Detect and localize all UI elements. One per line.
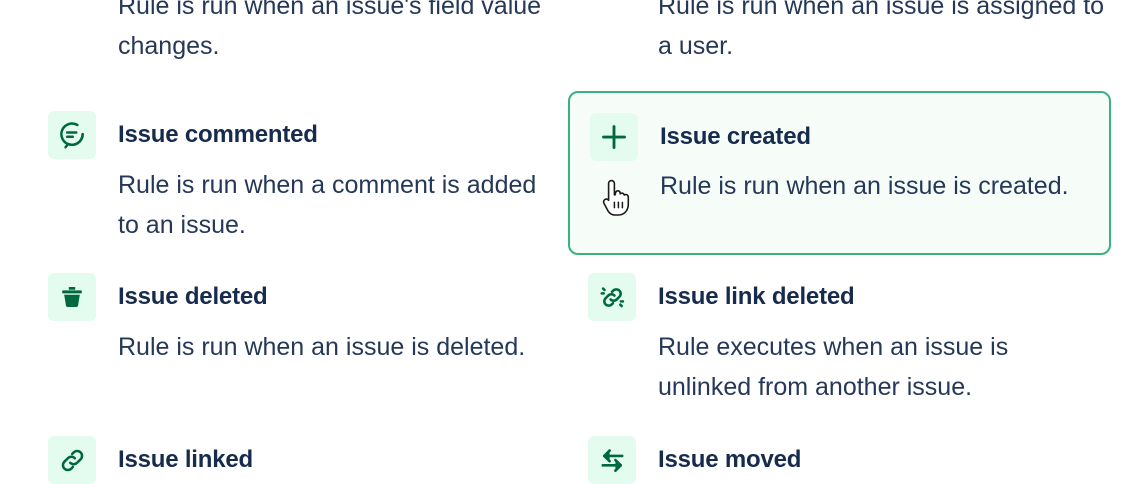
trigger-description: Rule is run when an issue is deleted. [118, 333, 526, 361]
trigger-item-issue-created-selected[interactable]: Issue created Rule is run when an issue … [568, 91, 1111, 255]
trigger-item-issue-deleted[interactable]: Issue deleted Rule is run when an issue … [48, 273, 525, 367]
broken-link-icon [588, 273, 636, 321]
move-arrows-icon [588, 436, 636, 484]
trigger-title: Issue link deleted [658, 283, 855, 310]
trigger-description: Rule executes when an issue is unlinked … [658, 333, 1009, 401]
trigger-header: Issue deleted [48, 273, 525, 321]
trigger-title: Issue linked [118, 446, 253, 473]
comment-bubble-icon [48, 111, 96, 159]
trigger-title: Issue created [660, 123, 811, 150]
trigger-header: Issue link deleted [588, 273, 1098, 321]
trigger-title: Issue moved [658, 446, 802, 473]
trigger-title: Issue commented [118, 121, 318, 148]
trigger-description: Rule is run when a comment is added to a… [118, 171, 537, 239]
trigger-header: Issue created [590, 113, 1109, 161]
plus-icon [590, 113, 638, 161]
trigger-item-issue-link-deleted[interactable]: Issue link deleted Rule executes when an… [588, 273, 1098, 407]
trash-icon [48, 273, 96, 321]
trigger-header: Issue commented [48, 111, 558, 159]
trigger-item-issue-moved[interactable]: Issue moved [588, 436, 801, 484]
trigger-item-issue-commented[interactable]: Issue commented Rule is run when a comme… [48, 111, 558, 245]
trigger-description: Rule is run when an issue is created. [660, 172, 1069, 200]
trigger-header: Issue linked [48, 436, 253, 484]
trigger-header: Issue moved [588, 436, 801, 484]
link-icon [48, 436, 96, 484]
trigger-title: Issue deleted [118, 283, 268, 310]
partial-trigger-description-right: Rule is run when an issue is assigned to… [658, 0, 1105, 60]
trigger-item-issue-linked[interactable]: Issue linked [48, 436, 253, 484]
partial-trigger-description-left: Rule is run when an issue's field value … [118, 0, 542, 60]
